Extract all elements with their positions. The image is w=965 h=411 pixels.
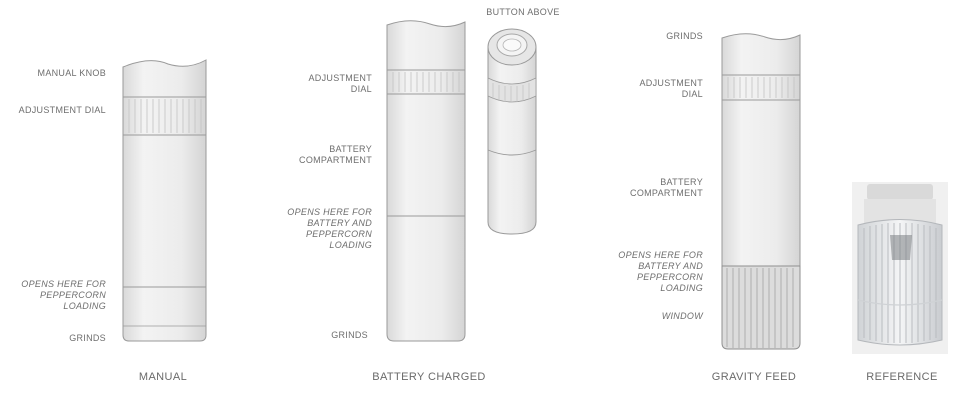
gravity-grinder-drawing xyxy=(721,33,801,350)
gravity-grinds-label: GRINDS xyxy=(666,31,703,41)
gravity-compartment-label: BATTERY COMPARTMENT xyxy=(630,177,703,198)
battery-opens-label: OPENS HERE FOR BATTERY AND PEPPERCORN LO… xyxy=(287,207,372,250)
battery-grinder-drawing xyxy=(386,20,466,342)
caption-manual: MANUAL xyxy=(138,371,188,383)
manual-opens-label: OPENS HERE FOR PEPPERCORN LOADING xyxy=(21,279,106,311)
battery-dial-label: ADJUSTMENT DIAL xyxy=(308,73,372,94)
gravity-dial-label: ADJUSTMENT DIAL xyxy=(639,78,703,99)
caption-gravity: GRAVITY FEED xyxy=(711,371,797,383)
battery-grinder-perspective xyxy=(487,28,537,235)
manual-grinder-drawing xyxy=(122,59,207,342)
caption-reference: REFERENCE xyxy=(866,371,938,383)
caption-battery: BATTERY CHARGED xyxy=(372,371,486,383)
manual-dial-label: ADJUSTMENT DIAL xyxy=(18,105,106,115)
battery-grinds-label: GRINDS xyxy=(331,330,368,340)
gravity-opens-label: OPENS HERE FOR BATTERY AND PEPPERCORN LO… xyxy=(618,250,703,293)
battery-button-label: BUTTON ABOVE xyxy=(486,7,560,17)
reference-photo xyxy=(852,182,948,354)
manual-knob-label: MANUAL KNOB xyxy=(37,68,106,78)
gravity-window-label: WINDOW xyxy=(661,311,703,321)
battery-compartment-label: BATTERY COMPARTMENT xyxy=(299,144,372,165)
manual-grinds-label: GRINDS xyxy=(69,333,106,343)
